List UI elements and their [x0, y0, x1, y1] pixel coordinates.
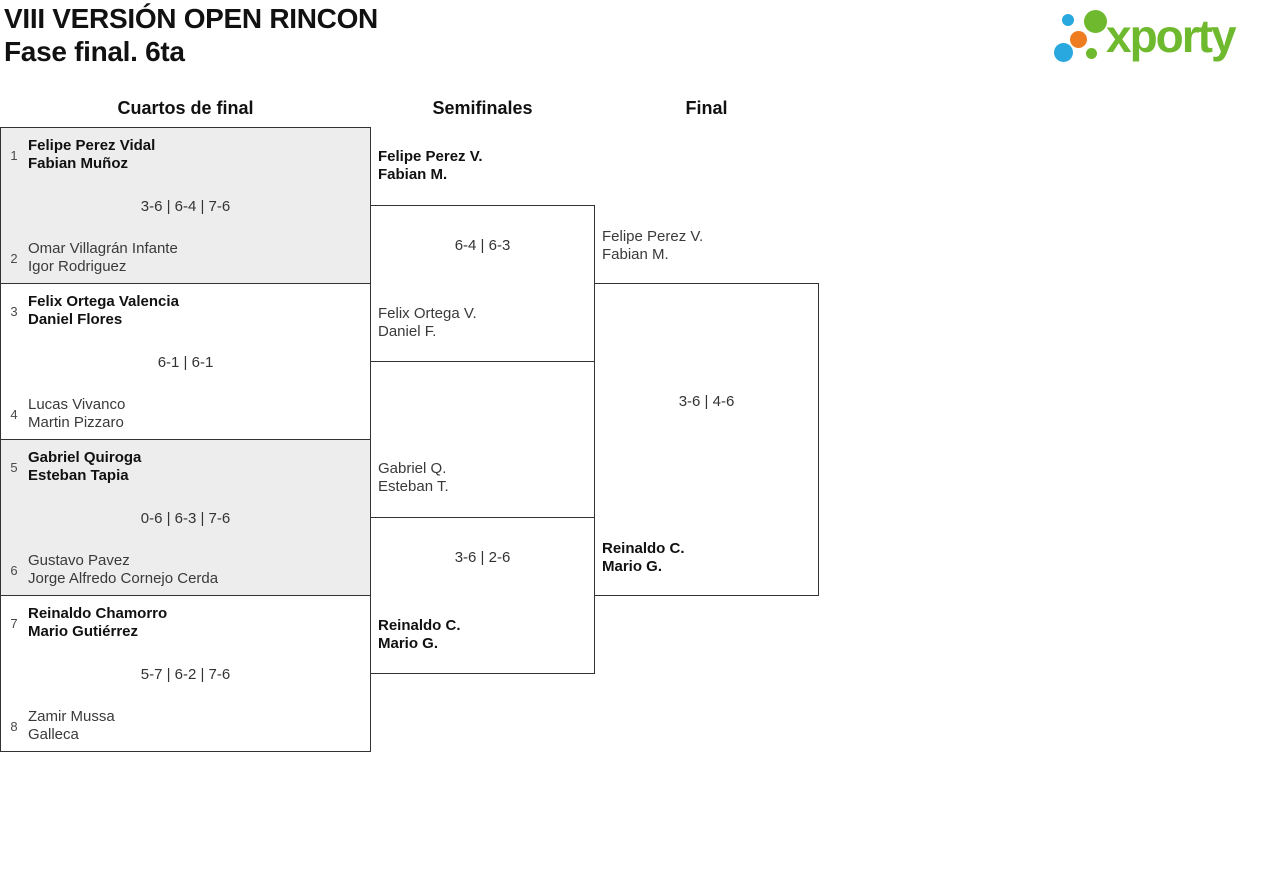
seed-number: 1 — [10, 147, 18, 163]
team-name: Reinaldo C. Mario G. — [378, 617, 461, 653]
round-header-quarterfinals: Cuartos de final — [117, 98, 254, 118]
seed-number: 3 — [10, 303, 18, 319]
player-name: Felipe Perez V. — [378, 148, 483, 165]
match-box-qf3: 5 Gabriel Quiroga Esteban Tapia 0-6 | 6-… — [0, 439, 371, 596]
player-name: Jorge Alfredo Cornejo Cerda — [28, 570, 219, 587]
player-name: Martin Pizzaro — [28, 414, 124, 431]
team-name: Reinaldo Chamorro Mario Gutiérrez — [28, 605, 167, 641]
player-name: Fabian M. — [378, 166, 448, 183]
player-name: Igor Rodriguez — [28, 258, 127, 275]
player-name: Felix Ortega V. — [378, 305, 477, 322]
page-subtitle: Fase final. 6ta — [4, 36, 185, 67]
match-box-sf1: Felipe Perez V. Fabian M. 6-4 | 6-3 Feli… — [370, 148, 595, 362]
match-box-final: Felipe Perez V. Fabian M. 3-6 | 4-6 Rein… — [594, 228, 819, 596]
team-name: Felix Ortega V. Daniel F. — [378, 305, 477, 341]
seed-number: 6 — [10, 562, 18, 578]
team-name: Reinaldo C. Mario G. — [602, 540, 685, 576]
round-header-semifinals: Semifinales — [432, 98, 533, 118]
match-score: 3-6 | 4-6 — [678, 393, 735, 410]
team-name: Gustavo Pavez Jorge Alfredo Cornejo Cerd… — [28, 552, 218, 588]
player-name: Gabriel Quiroga — [28, 449, 142, 466]
player-name: Lucas Vivanco — [28, 396, 126, 413]
player-name: Mario Gutiérrez — [28, 623, 139, 640]
player-name: Gabriel Q. — [378, 460, 447, 477]
player-name: Reinaldo C. — [602, 540, 685, 557]
player-name: Mario G. — [602, 558, 663, 575]
page-title: VIII VERSIÓN OPEN RINCON — [4, 3, 378, 34]
match-box-qf2: 3 Felix Ortega Valencia Daniel Flores 6-… — [0, 283, 371, 440]
team-name: Felipe Perez Vidal Fabian Muñoz — [28, 137, 155, 173]
player-name: Gustavo Pavez — [28, 552, 130, 569]
match-box-qf4: 7 Reinaldo Chamorro Mario Gutiérrez 5-7 … — [0, 595, 371, 752]
team-name: Felipe Perez V. Fabian M. — [602, 228, 703, 264]
player-name: Felipe Perez V. — [602, 228, 704, 245]
logo-dot-green-small-icon — [1086, 48, 1097, 59]
seed-number: 8 — [10, 718, 18, 734]
player-name: Esteban Tapia — [28, 467, 129, 484]
seed-number: 2 — [10, 250, 18, 266]
player-name: Esteban T. — [378, 478, 449, 495]
player-name: Fabian M. — [602, 246, 669, 263]
round-header-final: Final — [685, 98, 728, 118]
team-name: Zamir Mussa Galleca — [28, 708, 115, 744]
match-box-qf1: 1 Felipe Perez Vidal Fabian Muñoz 3-6 | … — [0, 127, 371, 284]
player-name: Zamir Mussa — [28, 708, 115, 725]
player-name: Mario G. — [378, 635, 439, 652]
seed-number: 5 — [10, 459, 18, 475]
team-name: Felix Ortega Valencia Daniel Flores — [28, 293, 179, 329]
seed-number: 4 — [10, 406, 18, 422]
match-score: 3-6 | 2-6 — [454, 549, 511, 566]
team-name: Omar Villagrán Infante Igor Rodriguez — [28, 240, 178, 276]
match-score: 5-7 | 6-2 | 7-6 — [140, 666, 231, 683]
team-name: Felipe Perez V. Fabian M. — [378, 148, 483, 184]
player-name: Omar Villagrán Infante — [28, 240, 178, 257]
logo-dot-orange-icon — [1070, 31, 1087, 48]
logo-dot-green-large-icon — [1084, 10, 1107, 33]
team-name: Gabriel Quiroga Esteban Tapia — [28, 449, 141, 485]
page-title-block: VIII VERSIÓN OPEN RINCON Fase final. 6ta — [4, 2, 378, 68]
team-name: Gabriel Q. Esteban T. — [378, 460, 449, 496]
match-box-sf2: Gabriel Q. Esteban T. 3-6 | 2-6 Reinaldo… — [370, 460, 595, 674]
player-name: Reinaldo C. — [378, 617, 461, 634]
match-score: 6-4 | 6-3 — [454, 237, 511, 254]
logo-dot-blue-small-icon — [1062, 14, 1074, 26]
player-name: Galleca — [28, 726, 79, 743]
player-name: Felix Ortega Valencia — [28, 293, 179, 310]
team-name: Lucas Vivanco Martin Pizzaro — [28, 396, 125, 432]
player-name: Daniel Flores — [28, 311, 123, 328]
player-name: Daniel F. — [378, 323, 437, 340]
seed-number: 7 — [10, 615, 18, 631]
logo-wordmark: xporty — [1106, 10, 1237, 62]
logo-dot-blue-large-icon — [1054, 43, 1073, 62]
match-score: 6-1 | 6-1 — [157, 354, 214, 371]
match-score: 3-6 | 6-4 | 7-6 — [140, 198, 231, 215]
player-name: Reinaldo Chamorro — [28, 605, 168, 622]
match-score: 0-6 | 6-3 | 7-6 — [140, 510, 231, 527]
player-name: Fabian Muñoz — [28, 155, 128, 172]
player-name: Felipe Perez Vidal — [28, 137, 156, 154]
